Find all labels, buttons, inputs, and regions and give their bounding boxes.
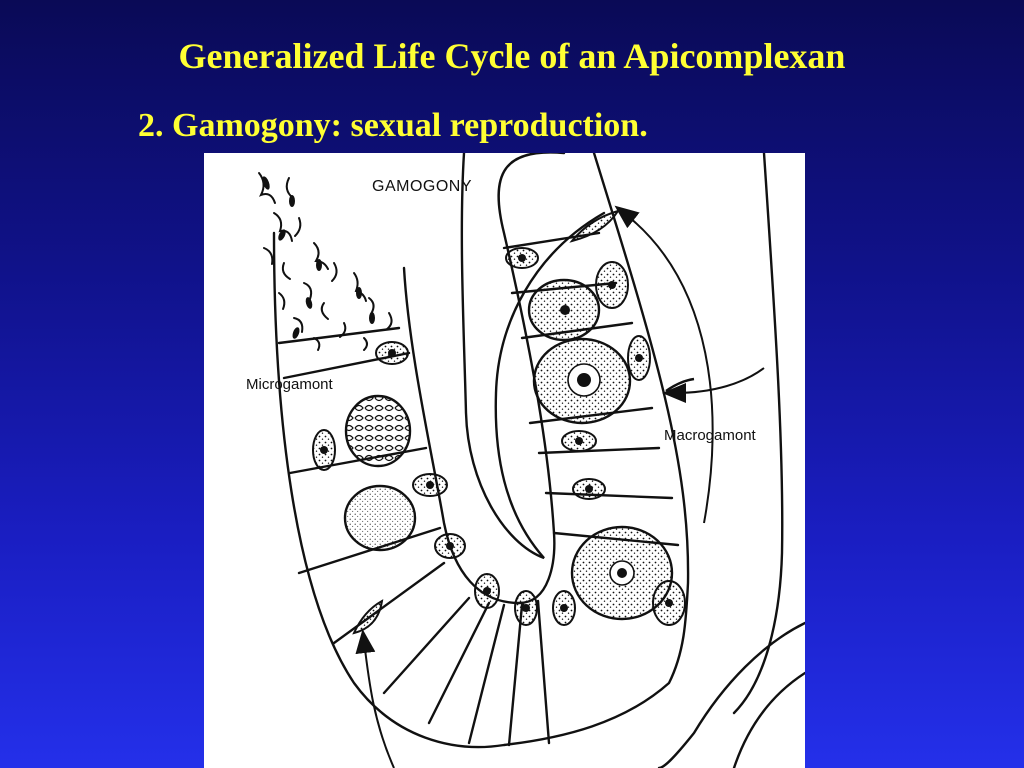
microgametes [258,172,393,351]
gamogony-label: GAMOGONY [372,178,472,195]
epithelium-inner-wall [402,153,566,605]
gut-fold [460,153,606,560]
macrogamont-label: Macrogamont [664,427,757,444]
slide-subtitle: 2. Gamogony: sexual reproduction. [138,107,648,144]
merozoite-bottom [352,599,384,635]
merozoite-top [569,209,621,243]
epithelium-outer-wall [272,153,690,749]
gamogony-illustration: GAMOGONY Microgamont Macrogamont [246,153,805,768]
microgamont-cell [344,394,412,468]
microgamont-label: Microgamont [246,376,334,393]
arrow-bottom [355,629,395,768]
arrow-right [662,367,765,403]
gut-fold-right [732,153,784,715]
arrow-top [614,205,714,524]
developing-gamont [343,484,417,552]
slide-title: Generalized Life Cycle of an Apicomplexa… [178,36,846,76]
gamogony-figure: GAMOGONY Microgamont Macrogamont [204,153,805,768]
